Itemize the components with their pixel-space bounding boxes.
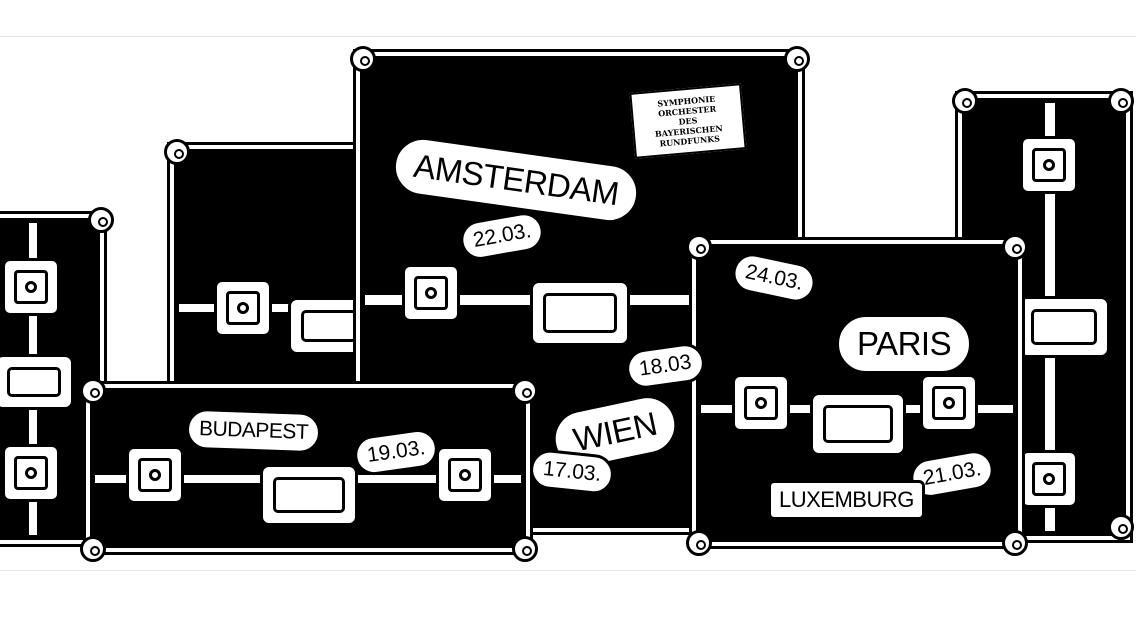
latch-icon: [920, 374, 978, 432]
flight-case-bottom-left: [83, 381, 533, 555]
latch-icon: [1020, 450, 1078, 508]
corner-icon: [1108, 514, 1134, 540]
latch-icon: [436, 446, 494, 504]
corner-icon: [164, 139, 190, 165]
corner-icon: [784, 46, 810, 72]
top-divider: [0, 36, 1136, 37]
corner-icon: [512, 378, 538, 404]
city-tag-budapest: BUDAPEST: [185, 407, 322, 455]
bottom-divider: [0, 570, 1136, 571]
handle-icon: [260, 464, 358, 526]
flight-case-upper-left: [167, 142, 373, 398]
orchestra-label: SYMPHONIE ORCHESTER DES BAYERISCHEN RUND…: [629, 83, 747, 159]
corner-icon: [80, 378, 106, 404]
handle-icon: [810, 392, 906, 456]
latch-icon: [1020, 136, 1078, 194]
latch-icon: [732, 374, 790, 432]
corner-icon: [1002, 530, 1028, 556]
handle-icon: [0, 354, 74, 410]
corner-icon: [1108, 88, 1134, 114]
handle-icon: [1018, 296, 1110, 358]
corner-icon: [512, 536, 538, 562]
city-tag-paris: PARIS: [836, 314, 973, 374]
latch-icon: [2, 258, 60, 316]
handle-icon: [530, 280, 630, 346]
latch-icon: [126, 446, 184, 504]
corner-icon: [80, 536, 106, 562]
corner-icon: [88, 207, 114, 233]
corner-icon: [350, 46, 376, 72]
latch-icon: [402, 264, 460, 322]
latch-icon: [214, 279, 272, 337]
corner-icon: [686, 234, 712, 260]
latch-icon: [2, 444, 60, 502]
corner-icon: [686, 530, 712, 556]
city-tag-luxemburg: LUXEMBURG: [768, 480, 925, 520]
corner-icon: [1002, 234, 1028, 260]
corner-icon: [952, 88, 978, 114]
